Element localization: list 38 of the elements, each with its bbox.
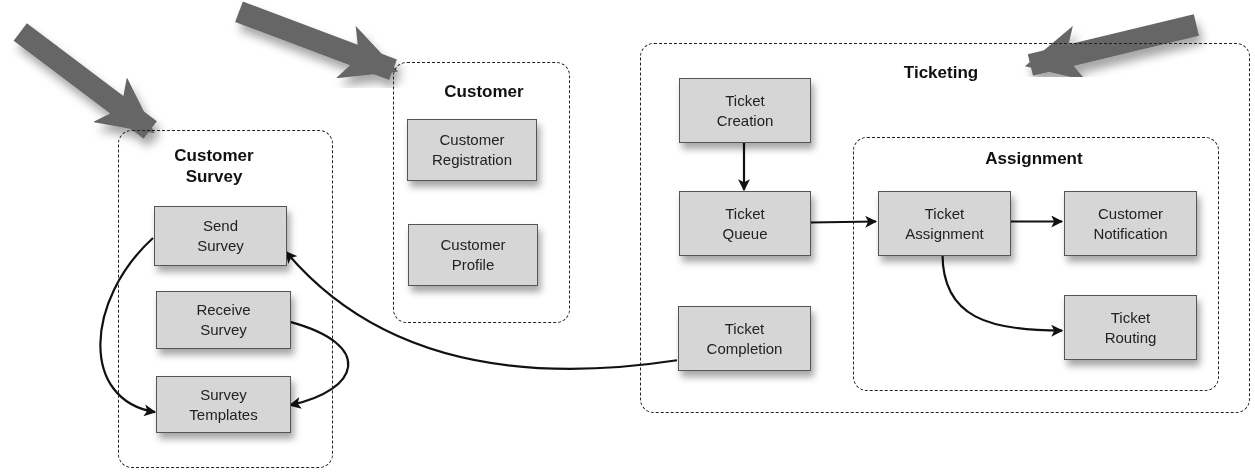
- group-frame: [640, 43, 1250, 413]
- box-label: Ticket Queue: [722, 203, 768, 244]
- box-label: Ticket Assignment: [905, 203, 984, 244]
- arrow: [810, 215, 878, 228]
- process-box: [156, 376, 291, 433]
- process-box: [1064, 295, 1197, 360]
- group-frame: [853, 137, 1219, 391]
- box-label: Ticket Creation: [716, 90, 774, 131]
- arrow: [99, 237, 157, 415]
- process-box: [408, 224, 538, 286]
- group-frame: [393, 62, 570, 323]
- process-box: [1064, 191, 1197, 256]
- big-arrow: [13, 23, 157, 139]
- process-box: [154, 206, 287, 266]
- process-box: [678, 306, 811, 371]
- big-arrow: [1024, 14, 1199, 81]
- box-label: Ticket Routing: [1104, 307, 1157, 348]
- group-title: Customer Survey: [173, 145, 255, 187]
- group-title: Ticketing: [902, 62, 980, 83]
- box-label: Receive Survey: [196, 300, 251, 340]
- box-label: Customer Profile: [440, 235, 506, 275]
- process-box: [679, 78, 811, 143]
- box-label: Customer Notification: [1093, 203, 1168, 244]
- box-label: Send Survey: [197, 216, 244, 256]
- process-box: [156, 291, 291, 349]
- group-title: Assignment: [984, 148, 1084, 169]
- process-box: [407, 119, 537, 181]
- process-box: [878, 191, 1011, 256]
- group-title: Customer: [443, 81, 525, 102]
- arrow: [738, 142, 750, 192]
- box-label: Survey Templates: [189, 384, 258, 425]
- arrow: [285, 250, 678, 370]
- box-label: Customer Registration: [431, 130, 512, 170]
- arrow: [1009, 215, 1064, 228]
- process-box: [679, 191, 811, 256]
- big-arrow: [235, 1, 399, 81]
- group-frame: [118, 130, 333, 468]
- box-label: Ticket Completion: [706, 318, 783, 359]
